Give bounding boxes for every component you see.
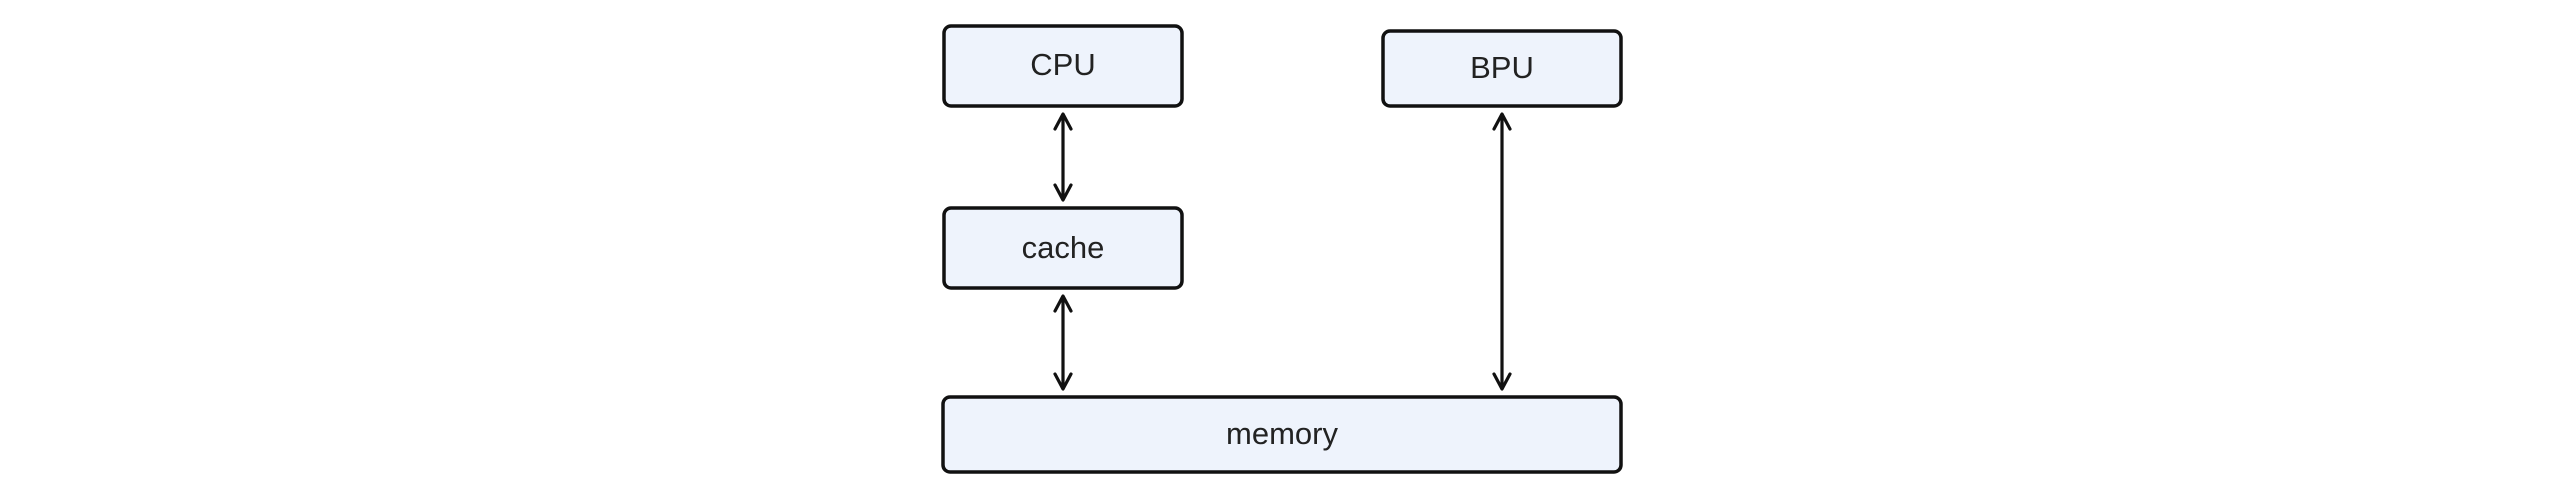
cache-box [942,206,1184,290]
memory-label: memory [1226,416,1338,451]
cpu-box [942,24,1184,108]
memory-node: memory [941,395,1623,474]
cpu-label: CPU [1030,47,1095,82]
cache-label: cache [1022,230,1105,265]
bpu-label: BPU [1470,50,1534,85]
cpu-node: CPU [942,24,1184,108]
cache-node: cache [942,206,1184,290]
memory-box [941,395,1623,474]
bpu-box [1381,29,1623,108]
bpu-node: BPU [1381,29,1623,108]
